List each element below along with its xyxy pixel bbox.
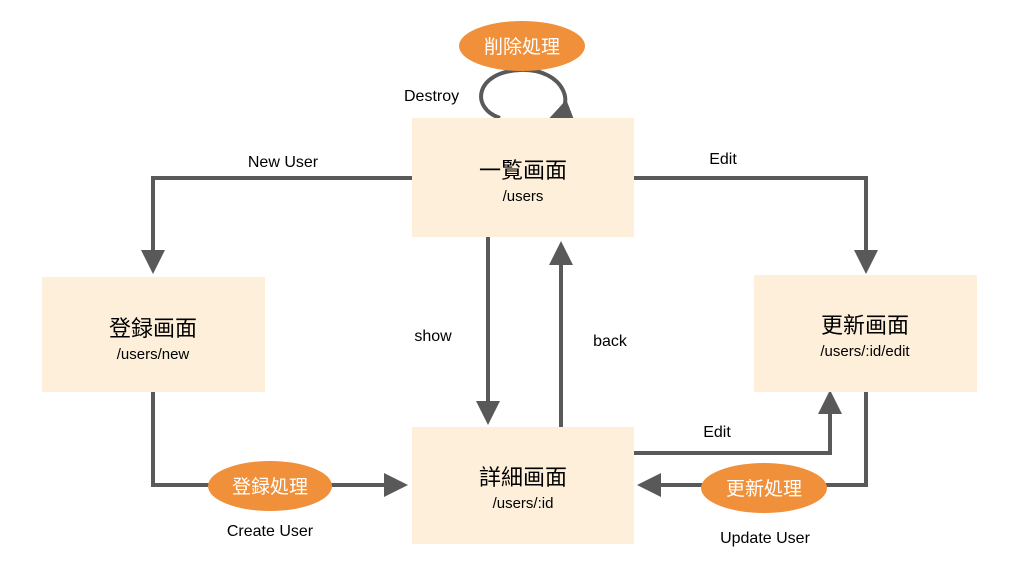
show-screen-title: 詳細画面 — [479, 466, 567, 491]
show-screen-path: /users/:id — [493, 495, 554, 512]
back-label: back — [593, 333, 628, 350]
destroy-label: Destroy — [404, 88, 459, 105]
edit-screen-box: 更新画面 /users/:id/edit — [754, 275, 977, 392]
edit-from-index-arrow — [634, 176, 878, 274]
index-screen-title: 一覧画面 — [479, 159, 567, 184]
update-process-label: 更新処理 — [726, 478, 802, 500]
new-screen-path: /users/new — [117, 346, 190, 363]
create-user-label: Create User — [227, 523, 314, 540]
destroy-process-badge: 削除処理 — [459, 21, 585, 71]
index-screen-box: 一覧画面 /users — [412, 118, 634, 237]
edit-from-show-arrow — [634, 390, 842, 455]
update-process-badge: 更新処理 — [701, 463, 827, 513]
edit-screen-title: 更新画面 — [821, 314, 909, 339]
create-process-label: 登録処理 — [232, 476, 308, 498]
new-screen-box: 登録画面 /users/new — [42, 277, 265, 392]
new-user-arrow — [141, 176, 412, 274]
create-process-badge: 登録処理 — [208, 461, 332, 511]
show-screen-box: 詳細画面 /users/:id — [412, 427, 634, 544]
edit-from-show-label: Edit — [703, 424, 731, 441]
destroy-process-label: 削除処理 — [484, 36, 560, 58]
edit-from-index-label: Edit — [709, 151, 737, 168]
show-label: show — [414, 328, 452, 345]
update-user-label: Update User — [720, 530, 810, 547]
new-user-label: New User — [248, 154, 319, 171]
new-screen-title: 登録画面 — [109, 317, 197, 342]
destroy-loop-arrow — [479, 67, 575, 122]
index-screen-path: /users — [503, 188, 544, 205]
edit-screen-path: /users/:id/edit — [820, 343, 910, 360]
